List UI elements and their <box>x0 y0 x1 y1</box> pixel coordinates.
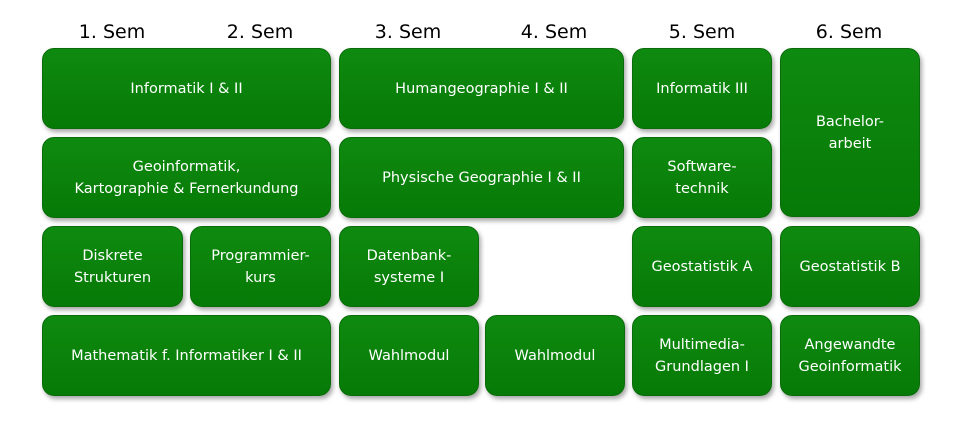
module-datenbanksysteme: Datenbank- systeme I <box>339 226 479 307</box>
module-programmierkurs: Programmier- kurs <box>190 226 331 307</box>
module-diskrete-strukturen: Diskrete Strukturen <box>42 226 183 307</box>
module-physische-geographie: Physische Geographie I & II <box>339 137 624 218</box>
module-mathematik: Mathematik f. Informatiker I & II <box>42 315 331 396</box>
semester-4-header: 4. Sem <box>520 21 588 43</box>
module-wahlmodul-sem4: Wahlmodul <box>485 315 625 396</box>
module-geostatistik-b: Geostatistik B <box>780 226 920 307</box>
semester-1-header: 1. Sem <box>78 21 146 43</box>
module-softwaretechnik: Software- technik <box>632 137 772 218</box>
module-geoinformatik: Geoinformatik, Kartographie & Fernerkund… <box>42 137 331 218</box>
semester-5-header: 5. Sem <box>668 21 736 43</box>
semester-3-header: 3. Sem <box>374 21 442 43</box>
module-angewandte-geoinformatik: Angewandte Geoinformatik <box>780 315 920 396</box>
module-humangeographie: Humangeographie I & II <box>339 48 624 129</box>
module-multimedia-grundlagen: Multimedia- Grundlagen I <box>632 315 772 396</box>
module-informatik-3: Informatik III <box>632 48 772 129</box>
module-bachelorarbeit: Bachelor- arbeit <box>780 48 920 217</box>
module-geostatistik-a: Geostatistik A <box>632 226 772 307</box>
module-wahlmodul-sem3: Wahlmodul <box>339 315 479 396</box>
semester-6-header: 6. Sem <box>815 21 883 43</box>
semester-2-header: 2. Sem <box>226 21 294 43</box>
module-informatik-1-2: Informatik I & II <box>42 48 331 129</box>
